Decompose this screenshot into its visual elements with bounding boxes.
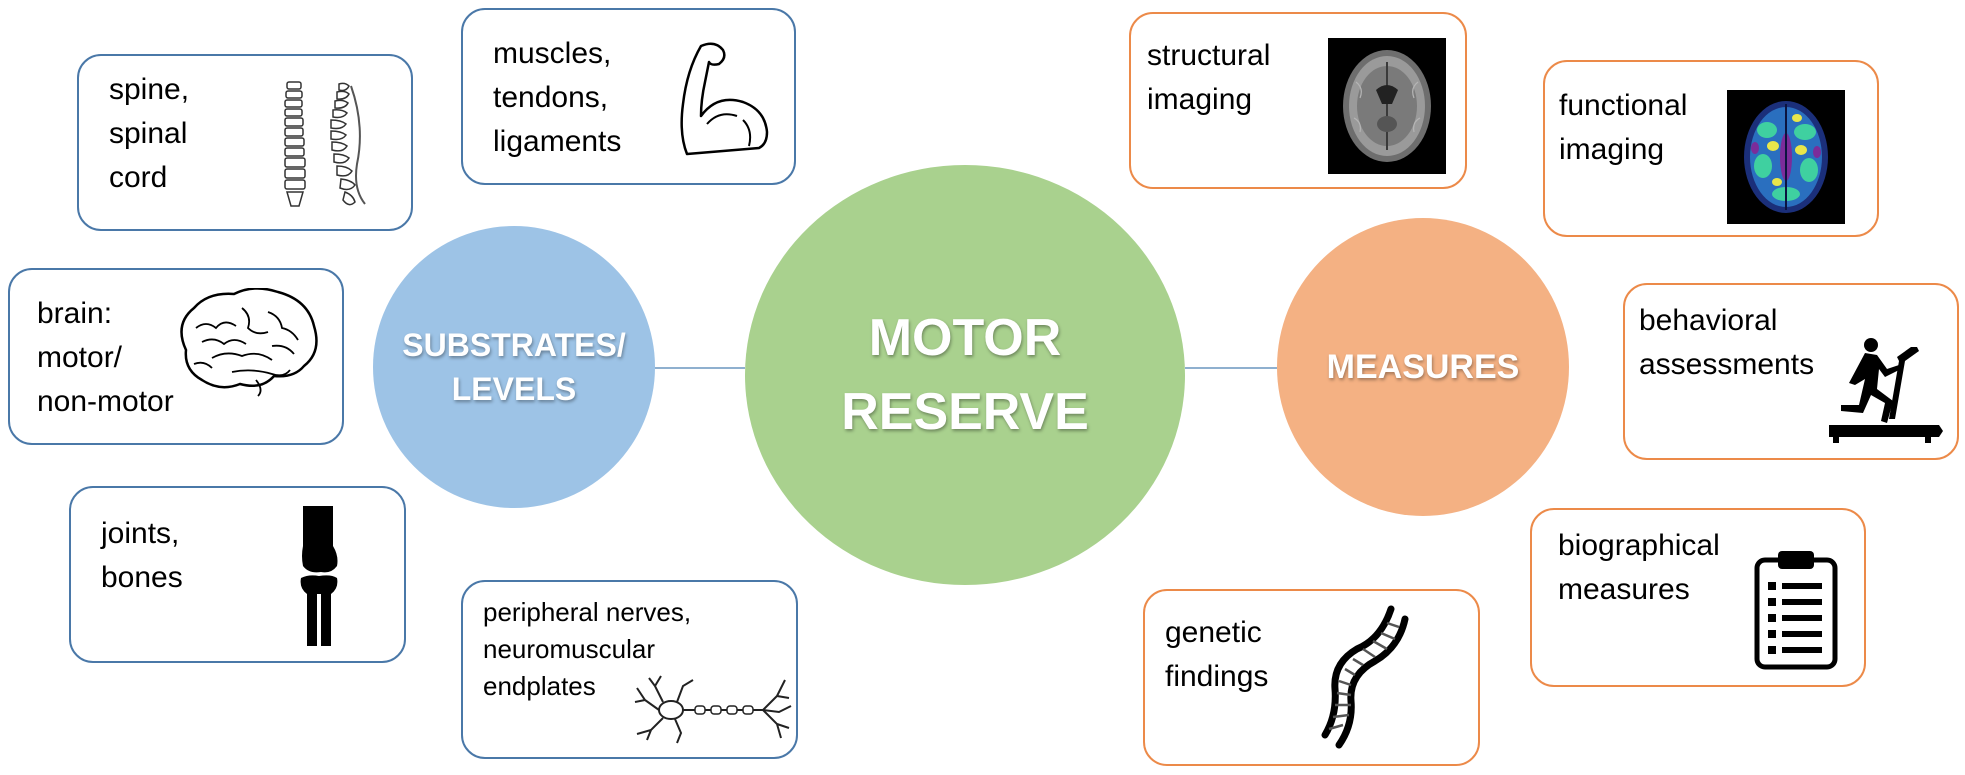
substrate-label-nerves: peripheral nerves, neuromuscular endplat… bbox=[483, 597, 692, 701]
substrate-label-muscles: muscles, tendons, ligaments bbox=[493, 37, 622, 158]
brain-icon bbox=[180, 288, 318, 397]
measure-box-biographical: biographical measures bbox=[1530, 508, 1866, 687]
substrate-box-nerves: peripheral nerves, neuromuscular endplat… bbox=[461, 580, 798, 759]
substrate-box-spine: spine, spinal cord bbox=[77, 54, 413, 231]
flexed-arm-icon bbox=[680, 42, 769, 156]
connector-substrates bbox=[655, 367, 745, 369]
measures-circle: MEASURES bbox=[1277, 218, 1569, 516]
measure-box-behavioral: behavioral assessments bbox=[1623, 283, 1959, 460]
substrate-box-brain: brain: motor/ non-motor bbox=[8, 268, 344, 445]
substrates-circle: SUBSTRATES/ LEVELS bbox=[373, 226, 655, 508]
measure-label-functional: functional imaging bbox=[1559, 89, 1688, 166]
substrate-box-muscles: muscles, tendons, ligaments bbox=[461, 8, 796, 185]
measures-title: MEASURES bbox=[1326, 348, 1520, 386]
measure-box-functional: functional imaging bbox=[1543, 60, 1879, 237]
mri-brain-icon bbox=[1328, 38, 1446, 174]
measure-box-structural: structural imaging bbox=[1129, 12, 1467, 189]
substrates-title: SUBSTRATES/ LEVELS bbox=[402, 327, 626, 407]
dna-icon bbox=[1321, 605, 1409, 749]
substrate-label-spine: spine, spinal cord bbox=[109, 73, 190, 194]
knee-joint-icon bbox=[300, 506, 338, 646]
connector-measures bbox=[1185, 367, 1277, 369]
substrate-box-joints: joints, bones bbox=[69, 486, 406, 663]
spine-icon bbox=[284, 81, 366, 207]
center-title: MOTOR RESERVE bbox=[841, 309, 1089, 441]
fmri-brain-icon bbox=[1727, 90, 1845, 224]
measure-box-genetic: genetic findings bbox=[1143, 589, 1480, 766]
measure-label-behavioral: behavioral assessments bbox=[1639, 304, 1815, 381]
measure-label-genetic: genetic findings bbox=[1165, 616, 1269, 693]
substrate-label-joints: joints, bones bbox=[101, 517, 183, 594]
clipboard-icon bbox=[1754, 551, 1838, 670]
measure-label-structural: structural imaging bbox=[1147, 39, 1271, 116]
neuron-icon bbox=[634, 675, 792, 744]
treadmill-runner-icon bbox=[1829, 338, 1943, 443]
center-circle: MOTOR RESERVE bbox=[745, 165, 1185, 585]
measure-label-biographical: biographical measures bbox=[1558, 529, 1720, 606]
substrate-label-brain: brain: motor/ non-motor bbox=[37, 297, 174, 418]
